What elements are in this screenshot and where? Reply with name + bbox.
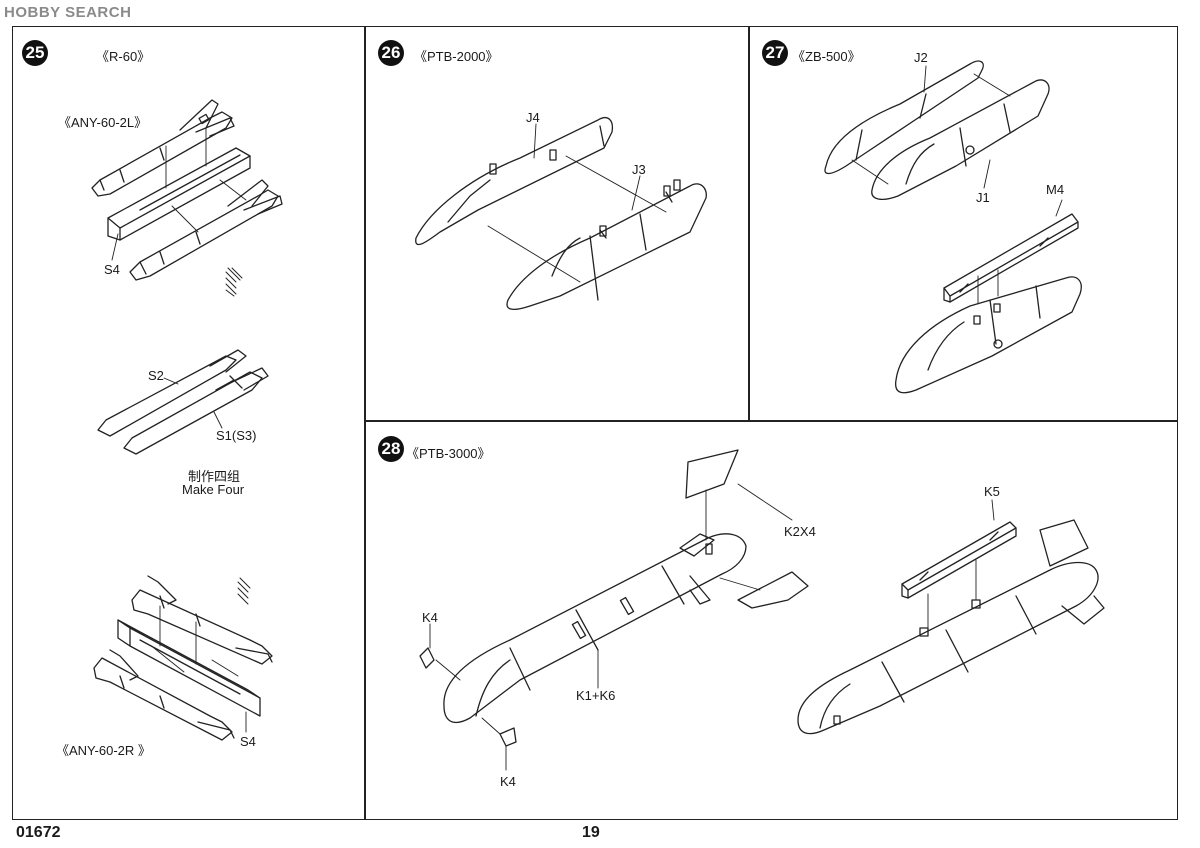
panel-28-title: 《PTB-3000》 bbox=[406, 446, 491, 461]
panel-25-title: 《R-60》 bbox=[96, 49, 151, 64]
label-part-k2x4: K2X4 bbox=[784, 524, 816, 539]
label-part-k1-k6: K1+K6 bbox=[576, 688, 616, 703]
ptb3000-pylon-k5 bbox=[901, 521, 1017, 599]
label-part-j1: J1 bbox=[976, 190, 990, 205]
label-part-j4: J4 bbox=[526, 110, 540, 125]
label-part-s4-bottom: S4 bbox=[240, 734, 256, 749]
label-part-s1-s3: S1(S3) bbox=[216, 428, 257, 443]
label-part-m4: M4 bbox=[1046, 182, 1065, 197]
label-part-s2: S2 bbox=[148, 368, 164, 383]
zb500-half-j1 bbox=[871, 79, 1050, 201]
r60-missile-upper-right bbox=[129, 179, 283, 281]
panel-26-leader-lines bbox=[487, 123, 667, 283]
label-part-j2: J2 bbox=[914, 50, 928, 65]
label-part-j3: J3 bbox=[632, 162, 646, 177]
zb500-pylon-m4 bbox=[943, 213, 1079, 303]
fin-k2-upper bbox=[685, 449, 739, 499]
fin-k4-top bbox=[419, 647, 435, 669]
panel-28-leader-lines bbox=[429, 483, 995, 771]
pylon-rail-upper bbox=[107, 147, 251, 241]
page-number: 19 bbox=[582, 824, 600, 841]
label-part-k4-top: K4 bbox=[422, 610, 438, 625]
ptb3000-tank-left bbox=[443, 533, 747, 723]
r60-missile-lower-left bbox=[131, 575, 273, 665]
panel-27-frame bbox=[748, 26, 1178, 422]
r60-missile-upper-left bbox=[91, 99, 235, 197]
ptb2000-tank-half-j3 bbox=[506, 179, 707, 311]
hatch-mark-upper bbox=[225, 267, 243, 297]
fin-k2-lower bbox=[737, 571, 809, 609]
panel-25-leader-lines bbox=[111, 127, 247, 733]
step-number-28: 28 bbox=[378, 436, 404, 462]
step-number-26: 26 bbox=[378, 40, 404, 66]
ptb2000-tank-half-j4 bbox=[415, 117, 614, 246]
panel-27-leader-lines bbox=[851, 65, 1063, 305]
r60-missile-lower-right bbox=[93, 649, 235, 741]
note-make-four-en: Make Four bbox=[182, 482, 245, 497]
watermark: HOBBY SEARCH bbox=[4, 4, 132, 21]
label-part-s4-top: S4 bbox=[104, 262, 120, 277]
step-number-27: 27 bbox=[762, 40, 788, 66]
step-number-25: 25 bbox=[22, 40, 48, 66]
pylon-rail-lower bbox=[117, 619, 261, 717]
zb500-half-j2 bbox=[824, 60, 984, 175]
label-any-60-2l: 《ANY-60-2L》 bbox=[58, 115, 148, 130]
ptb3000-tank-right bbox=[797, 519, 1105, 735]
label-part-k5: K5 bbox=[984, 484, 1000, 499]
panel-26-title: 《PTB-2000》 bbox=[414, 49, 499, 64]
zb500-bomb-assembled bbox=[894, 276, 1082, 394]
panel-25-frame bbox=[12, 26, 366, 820]
label-part-k4-bottom: K4 bbox=[500, 774, 516, 789]
label-any-60-2r: 《ANY-60-2R 》 bbox=[56, 743, 151, 758]
hatch-mark-lower bbox=[237, 577, 251, 605]
panel-28-frame bbox=[364, 420, 1178, 820]
note-make-four-cn: 制作四组 bbox=[188, 469, 241, 484]
panel-26-frame bbox=[364, 26, 750, 422]
kit-number: 01672 bbox=[16, 824, 61, 841]
panel-27-title: 《ZB-500》 bbox=[792, 49, 861, 64]
r60-subassembly-middle bbox=[97, 349, 269, 455]
fin-k4-bottom bbox=[499, 727, 517, 747]
